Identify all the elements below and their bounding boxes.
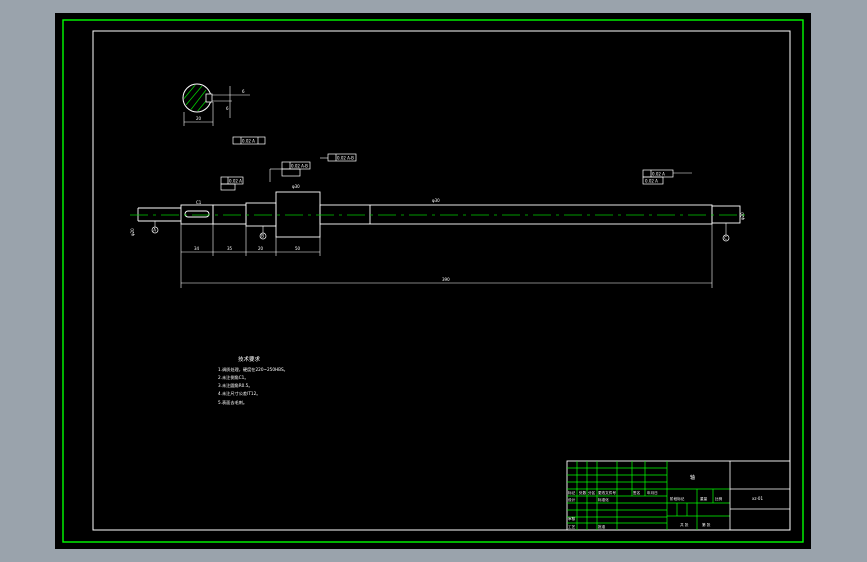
title-cell-zone: 分区	[588, 490, 596, 495]
tolerance-frame-6-text: 0.02 A	[645, 179, 658, 184]
title-block: 轴 xz-01 标记 处数 分区 更改文件号 签名 年月日 设计 标准化 阶段标…	[566, 460, 791, 531]
shaft-label-left: φ20	[130, 228, 135, 236]
inner-frame	[92, 30, 791, 531]
dimension-lines	[180, 224, 713, 288]
dim-segment-3: 20	[258, 246, 264, 251]
title-cell-total-sheets: 共 张	[680, 522, 689, 527]
title-cell-process: 工艺	[568, 524, 576, 529]
tech-req-item-5: 5.表面去毛刺。	[218, 399, 247, 406]
tolerance-frame-3: 0.02 A-B	[320, 153, 357, 162]
datum-label-a: A	[153, 228, 156, 233]
keyway-slot	[205, 93, 213, 103]
tech-req-title: 技术要求	[238, 355, 261, 363]
shaft-label-right: φ20	[740, 212, 745, 220]
tolerance-frame-1-text: 0.02 A	[242, 139, 255, 144]
title-cell-count: 处数	[579, 490, 587, 495]
datum-symbol-a: A	[151, 221, 159, 234]
dim-overall: 390	[442, 277, 450, 282]
title-cell-approve: 批准	[598, 524, 606, 529]
tolerance-frame-5-text: 0.02 A	[652, 172, 665, 177]
tech-requirements: 技术要求 1.调质处理，硬度在220~250HBS。 2.未注倒角C1。 3.未…	[218, 355, 288, 406]
title-cell-stage: 阶段标记	[670, 496, 685, 501]
tolerance-frame-3-text: 0.02 A-B	[337, 156, 354, 161]
shaft-label-mid: φ30	[432, 198, 440, 203]
dim-segment-4: 50	[295, 246, 301, 251]
title-cell-sign: 签名	[633, 490, 641, 495]
tech-req-item-3: 3.未注圆角R0.5。	[218, 382, 253, 389]
title-cell-date: 年月日	[647, 490, 658, 495]
tolerance-frame-2: 0.02 A-B	[269, 161, 311, 182]
title-cell-change-doc: 更改文件号	[598, 490, 616, 495]
title-cell-scale: 比例	[715, 496, 723, 501]
tolerance-frame-5: 0.02 A 0.02 A	[642, 169, 692, 185]
tolerance-frame-4-text: 0.02 A	[229, 179, 242, 184]
shaft-view	[137, 191, 741, 238]
title-cell-weight: 重量	[700, 496, 708, 501]
datum-symbol-c: C	[722, 223, 730, 242]
title-cell-mark: 标记	[568, 490, 576, 495]
tech-req-item-2: 2.未注倒角C1。	[218, 374, 249, 381]
datum-symbol-b: B	[259, 226, 267, 240]
tech-req-item-1: 1.调质处理，硬度在220~250HBS。	[218, 366, 288, 373]
title-part-name: 轴	[690, 474, 695, 481]
drawing-sheet	[55, 13, 811, 549]
dim-segment-1: 34	[194, 246, 200, 251]
chamfer-label: C1	[196, 200, 202, 205]
tech-req-item-4: 4.未注尺寸公差IT12。	[218, 390, 260, 397]
collar-label: φ30	[292, 184, 300, 189]
title-cell-standard: 标准化	[598, 497, 609, 502]
shaft-keyway	[184, 210, 210, 218]
title-cell-review: 审核	[568, 516, 576, 521]
dim-segment-2: 35	[227, 246, 233, 251]
tolerance-frame-4: 0.02 A	[220, 176, 244, 191]
section-dim-key: 6	[242, 89, 245, 94]
section-dim-height: 6	[226, 106, 229, 111]
tolerance-frame-2-text: 0.02 A-B	[291, 164, 308, 169]
title-cell-sheet-no: 第 张	[702, 522, 711, 527]
tolerance-frame-1: 0.02 A	[232, 136, 266, 145]
section-dim-width: 20	[196, 116, 202, 121]
title-drawing-no: xz-01	[752, 496, 763, 501]
datum-label-b: B	[261, 234, 264, 239]
datum-label-c: C	[724, 236, 727, 241]
outer-border	[62, 19, 804, 543]
section-view: 20 6 6	[182, 83, 250, 126]
title-cell-design: 设计	[568, 497, 576, 502]
